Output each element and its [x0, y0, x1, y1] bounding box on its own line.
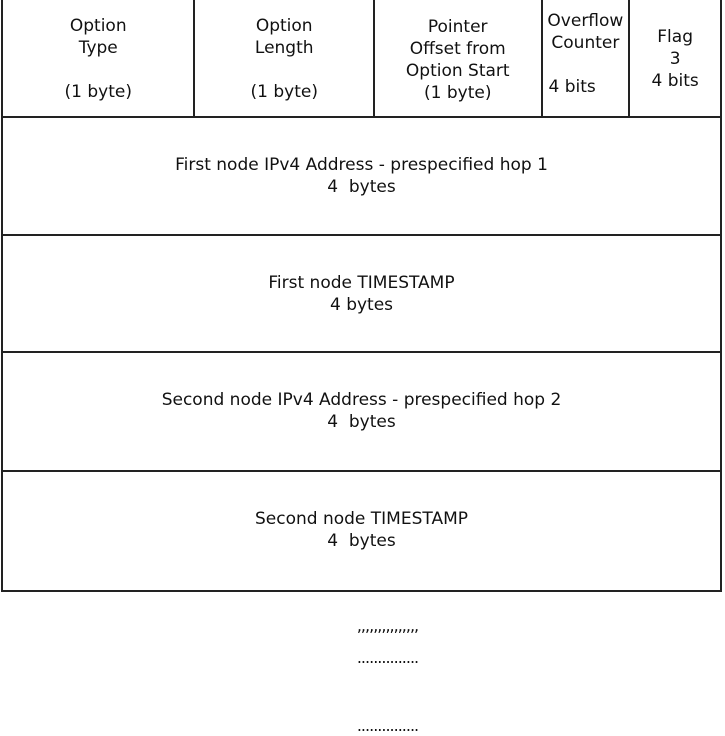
second-node-timestamp-row: Second node TIMESTAMP 4 bytes [1, 472, 722, 592]
first-node-timestamp-row: First node TIMESTAMP 4 bytes [1, 236, 722, 353]
flag-label: Flag 3 4 bits [651, 27, 699, 91]
first-node-address-row: First node IPv4 Address - prespecified h… [1, 118, 722, 236]
row-size: 4 bytes [329, 295, 394, 315]
option-header-row: Option Type (1 byte) Option Length (1 by… [1, 0, 722, 118]
row-label: Second node IPv4 Address - prespecified … [161, 390, 562, 410]
continuation-dots: ............... [356, 716, 419, 735]
row-size: 4 bytes [327, 412, 396, 432]
row-label: First node TIMESTAMP [268, 273, 455, 293]
option-length-field: Option Length (1 byte) [195, 0, 375, 116]
pointer-offset-field: Pointer Offset from Option Start (1 byte… [375, 0, 543, 116]
option-type-label: Option Type [69, 16, 127, 58]
option-length-label: Option Length [254, 16, 314, 58]
row-size: 4 bytes [327, 531, 396, 551]
continuation-dots: ............... [356, 648, 419, 667]
option-type-field: Option Type (1 byte) [3, 0, 196, 116]
row-label: First node IPv4 Address - prespecified h… [175, 155, 548, 175]
pointer-offset-label: Pointer Offset from Option Start (1 byte… [405, 17, 510, 103]
overflow-counter-field: Overflow Counter 4 bits [543, 0, 631, 116]
second-node-address-row: Second node IPv4 Address - prespecified … [1, 353, 722, 472]
flag-field: Flag 3 4 bits [630, 0, 720, 116]
row-size: 4 bytes [327, 177, 396, 197]
option-type-size: (1 byte) [64, 82, 132, 102]
row-label: Second node TIMESTAMP [254, 509, 468, 529]
option-length-size: (1 byte) [250, 82, 318, 102]
continuation-marks: ,,,,,,,,,,,,,,, [356, 616, 419, 635]
overflow-counter-label: Overflow Counter [547, 11, 624, 53]
overflow-counter-size: 4 bits [548, 77, 596, 97]
